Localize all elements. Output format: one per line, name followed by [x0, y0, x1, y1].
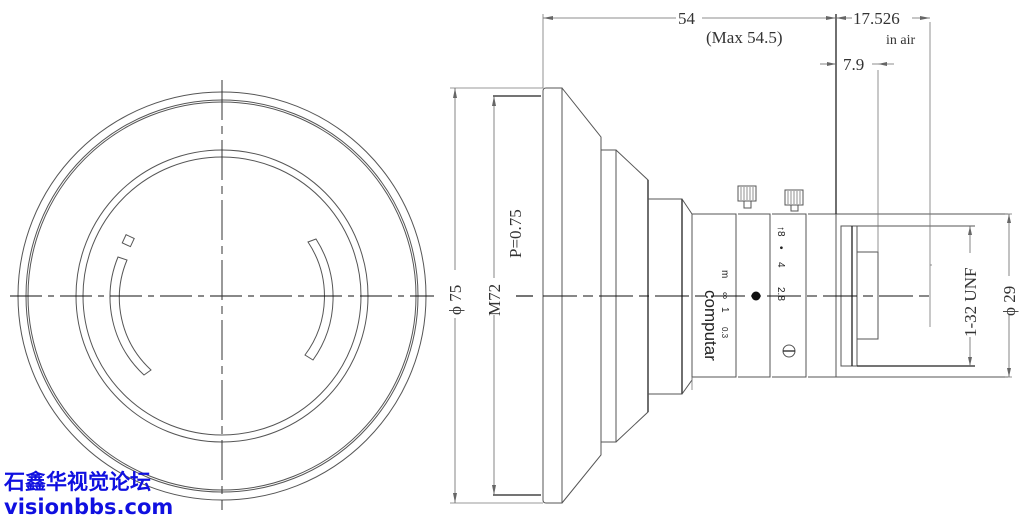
- right-arc-slot: [304, 238, 334, 361]
- focus-0-3m: 0.3: [720, 327, 729, 339]
- index-square-mark: [121, 234, 135, 248]
- back-focal-label: 17.526: [853, 9, 900, 28]
- dim-mount-diameter: ϕ 29: [1000, 213, 1019, 378]
- iris-lock-screw[interactable]: [784, 189, 804, 212]
- dim-filter-thread: M72 P=0.75: [485, 95, 541, 496]
- outer-diameter-label: ϕ 75: [446, 285, 465, 315]
- dim-outer-diameter: ϕ 75: [446, 87, 543, 504]
- iris-dot: •: [775, 246, 786, 250]
- overall-length-label: 54: [678, 9, 696, 28]
- watermark-chinese: 石鑫华视觉论坛: [4, 470, 151, 494]
- iris-f2-8: 2.8: [775, 287, 786, 301]
- filter-thread-label: M72: [485, 284, 504, 316]
- left-arc-slot: [109, 256, 152, 376]
- in-air-label: in air: [886, 33, 915, 48]
- focus-unit: m: [719, 270, 730, 278]
- mount-diameter-label: ϕ 29: [1000, 286, 1019, 316]
- dim-back-focal: 17.526 in air: [836, 9, 930, 48]
- brand-text: computar: [701, 290, 720, 361]
- side-view: computar m ∞ 1 0.3 ↑8 • 4 2.8 54 (Max 54…: [446, 9, 1019, 504]
- mount-thread-body: [857, 251, 879, 340]
- iris-f4: 4: [775, 262, 786, 268]
- front-view: [10, 80, 434, 510]
- filter-pitch-label: P=0.75: [506, 209, 525, 258]
- overall-length-max-label: (Max 54.5): [706, 28, 782, 47]
- dim-overall-length: 54 (Max 54.5): [543, 9, 836, 47]
- iris-f8: ↑8: [775, 226, 786, 237]
- dim-mount-thread: 1-32 UNF: [961, 226, 980, 366]
- iris-ring: [772, 213, 807, 378]
- mount-thread-label: 1-32 UNF: [961, 268, 980, 337]
- dim-flange-offset: 7.9: [820, 55, 894, 74]
- slotted-screw-icon: [782, 344, 796, 358]
- focus-lock-screw[interactable]: [737, 185, 757, 209]
- front-ring: [542, 87, 563, 504]
- flange-offset-label: 7.9: [843, 55, 864, 74]
- watermark-url[interactable]: visionbbs.com: [4, 495, 174, 519]
- focus-1m: 1: [719, 307, 730, 313]
